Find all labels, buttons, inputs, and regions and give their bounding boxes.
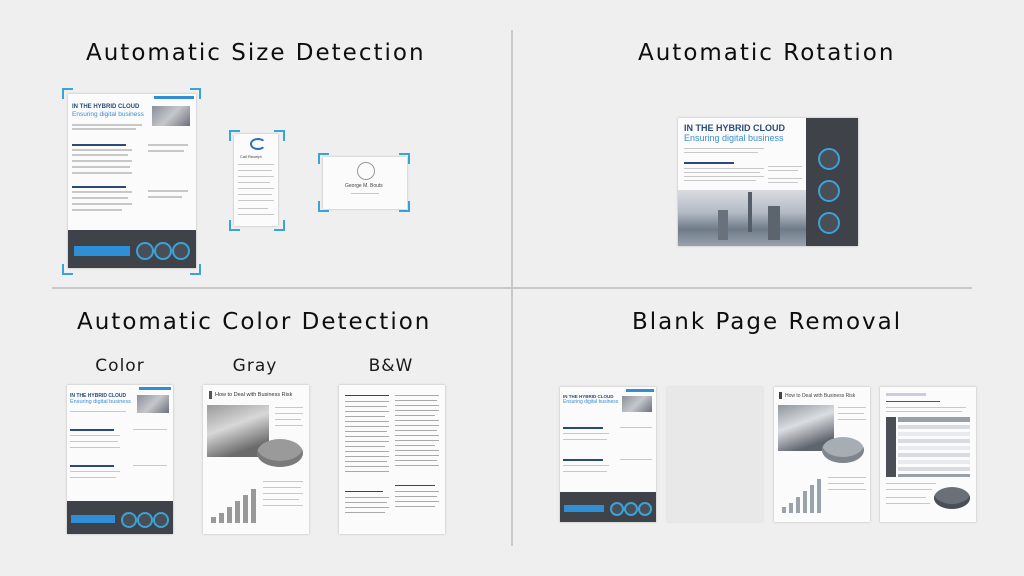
brochure-subtitle: Ensuring digital business bbox=[72, 111, 144, 118]
rotated-brochure-subtitle: Ensuring digital business bbox=[684, 133, 784, 143]
size-detection-title: Automatic Size Detection bbox=[86, 40, 426, 66]
blank-removal-title: Blank Page Removal bbox=[632, 309, 903, 335]
blank-page-removed bbox=[667, 387, 763, 522]
color-page-title: IN THE HYBRID CLOUD bbox=[70, 393, 127, 399]
brochure-page: IN THE HYBRID CLOUD Ensuring digital bus… bbox=[68, 94, 196, 268]
blank-panel-page-3: How to Deal with Business Risk bbox=[774, 387, 870, 522]
brochure-title: IN THE HYBRID CLOUD bbox=[72, 104, 140, 110]
color-page: IN THE HYBRID CLOUD Ensuring digital bus… bbox=[67, 385, 173, 534]
blank-panel-page-4 bbox=[880, 387, 976, 522]
bw-mode-label: B&W bbox=[368, 356, 414, 376]
blank-page-1-title: IN THE HYBRID CLOUD bbox=[563, 394, 614, 399]
horizontal-divider bbox=[52, 287, 972, 289]
blank-panel-page-1: IN THE HYBRID CLOUD Ensuring digital bus… bbox=[560, 387, 656, 522]
color-detection-title: Automatic Color Detection bbox=[77, 309, 432, 335]
card-name: George M. Bouts bbox=[345, 183, 383, 189]
gray-mode-label: Gray bbox=[232, 356, 278, 376]
color-mode-label: Color bbox=[95, 356, 145, 376]
blank-page-3-title: How to Deal with Business Risk bbox=[785, 393, 856, 399]
rotation-title: Automatic Rotation bbox=[638, 40, 896, 66]
gray-page-title: How to Deal with Business Risk bbox=[215, 392, 293, 398]
blank-page-1-subtitle: Ensuring digital business bbox=[563, 399, 619, 405]
business-card: George M. Bouts bbox=[323, 157, 407, 209]
receipt-title: Call Receipt bbox=[240, 154, 262, 159]
receipt-page: Call Receipt bbox=[234, 134, 278, 226]
rotated-brochure: IN THE HYBRID CLOUD Ensuring digital bus… bbox=[678, 118, 858, 246]
rotated-brochure-title: IN THE HYBRID CLOUD bbox=[684, 123, 785, 133]
bw-page bbox=[339, 385, 445, 534]
color-page-subtitle: Ensuring digital business bbox=[70, 399, 131, 405]
gray-page: How to Deal with Business Risk bbox=[203, 385, 309, 534]
